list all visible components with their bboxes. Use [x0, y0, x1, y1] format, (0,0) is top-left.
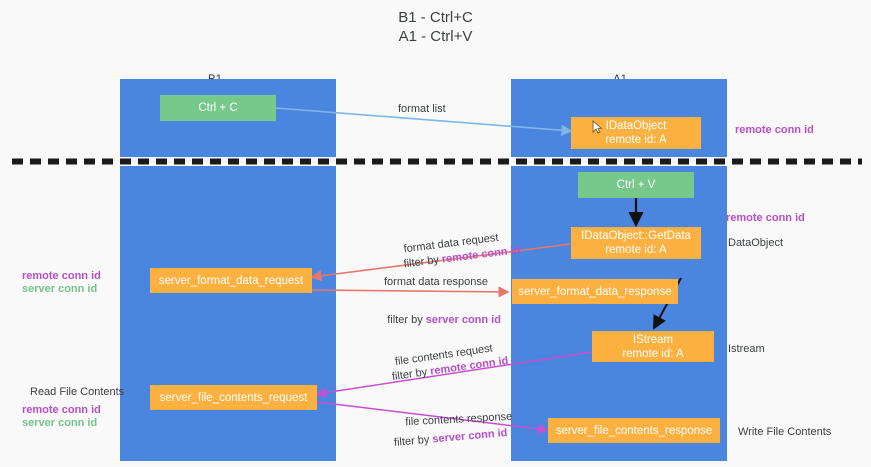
edge-label-format-list: format list	[398, 103, 446, 115]
edge-format-data-response	[311, 286, 510, 298]
edge-format-data-request	[310, 243, 572, 282]
node-idataobject[interactable]: IDataObject remote id: A	[571, 117, 701, 149]
edge-label-format-data-response-filter: filter by server conn id	[375, 299, 501, 341]
page-title: B1 - Ctrl+C A1 - Ctrl+V	[398, 9, 473, 45]
edge-file-contents-response	[316, 401, 549, 435]
node-idataobject-getdata[interactable]: IDataObject::GetData remote id: A	[571, 227, 701, 259]
annotation-write-file-contents: Write File Contents	[738, 426, 832, 438]
annotation-dataobject: DataObject	[728, 237, 784, 249]
filter-prefix: filter by	[393, 433, 433, 449]
annotation-left-bottom-server-conn-id: server conn id	[22, 417, 98, 429]
node-ctrl-v[interactable]: Ctrl + V	[578, 172, 694, 198]
filter-key-remote-conn-id: remote conn id	[429, 354, 510, 378]
filter-key-server-conn-id: server conn id	[431, 426, 508, 446]
annotation-istream: Istream	[728, 343, 765, 355]
annotation-read-file-contents: Read File Contents	[30, 386, 125, 398]
annotation-remote-conn-id-top: remote conn id	[735, 124, 814, 136]
node-server-format-data-response[interactable]: server_format_data_response	[512, 279, 678, 304]
edge-format-list	[275, 107, 573, 136]
filter-prefix: filter by	[387, 314, 426, 326]
node-ctrl-c[interactable]: Ctrl + C	[160, 95, 276, 121]
lane-band-b1-bottom	[120, 166, 336, 461]
filter-key-server-conn-id: server conn id	[425, 314, 501, 326]
annotation-left-remote-conn-id: remote conn id	[22, 270, 101, 282]
filter-prefix: filter by	[391, 365, 432, 384]
node-idataobject-label: IDataObject remote id: A	[605, 120, 667, 146]
node-server-format-data-request[interactable]: server_format_data_request	[150, 268, 312, 293]
annotation-left-server-conn-id: server conn id	[22, 283, 98, 295]
filter-prefix: filter by	[402, 253, 443, 271]
node-server-file-contents-request[interactable]: server_file_contents_request	[150, 385, 317, 410]
node-istream[interactable]: IStream remote id: A	[592, 331, 714, 362]
annotation-remote-conn-id-mid: remote conn id	[726, 212, 805, 224]
edge-label-format-data-response: format data response	[384, 276, 488, 288]
edge-file-contents-request	[315, 351, 593, 398]
filter-key-remote-conn-id: remote conn id	[441, 244, 521, 266]
node-server-file-contents-response[interactable]: server_file_contents_response	[548, 418, 720, 443]
lane-band-a1-bottom	[511, 166, 727, 461]
annotation-left-bottom-remote-conn-id: remote conn id	[22, 404, 101, 416]
